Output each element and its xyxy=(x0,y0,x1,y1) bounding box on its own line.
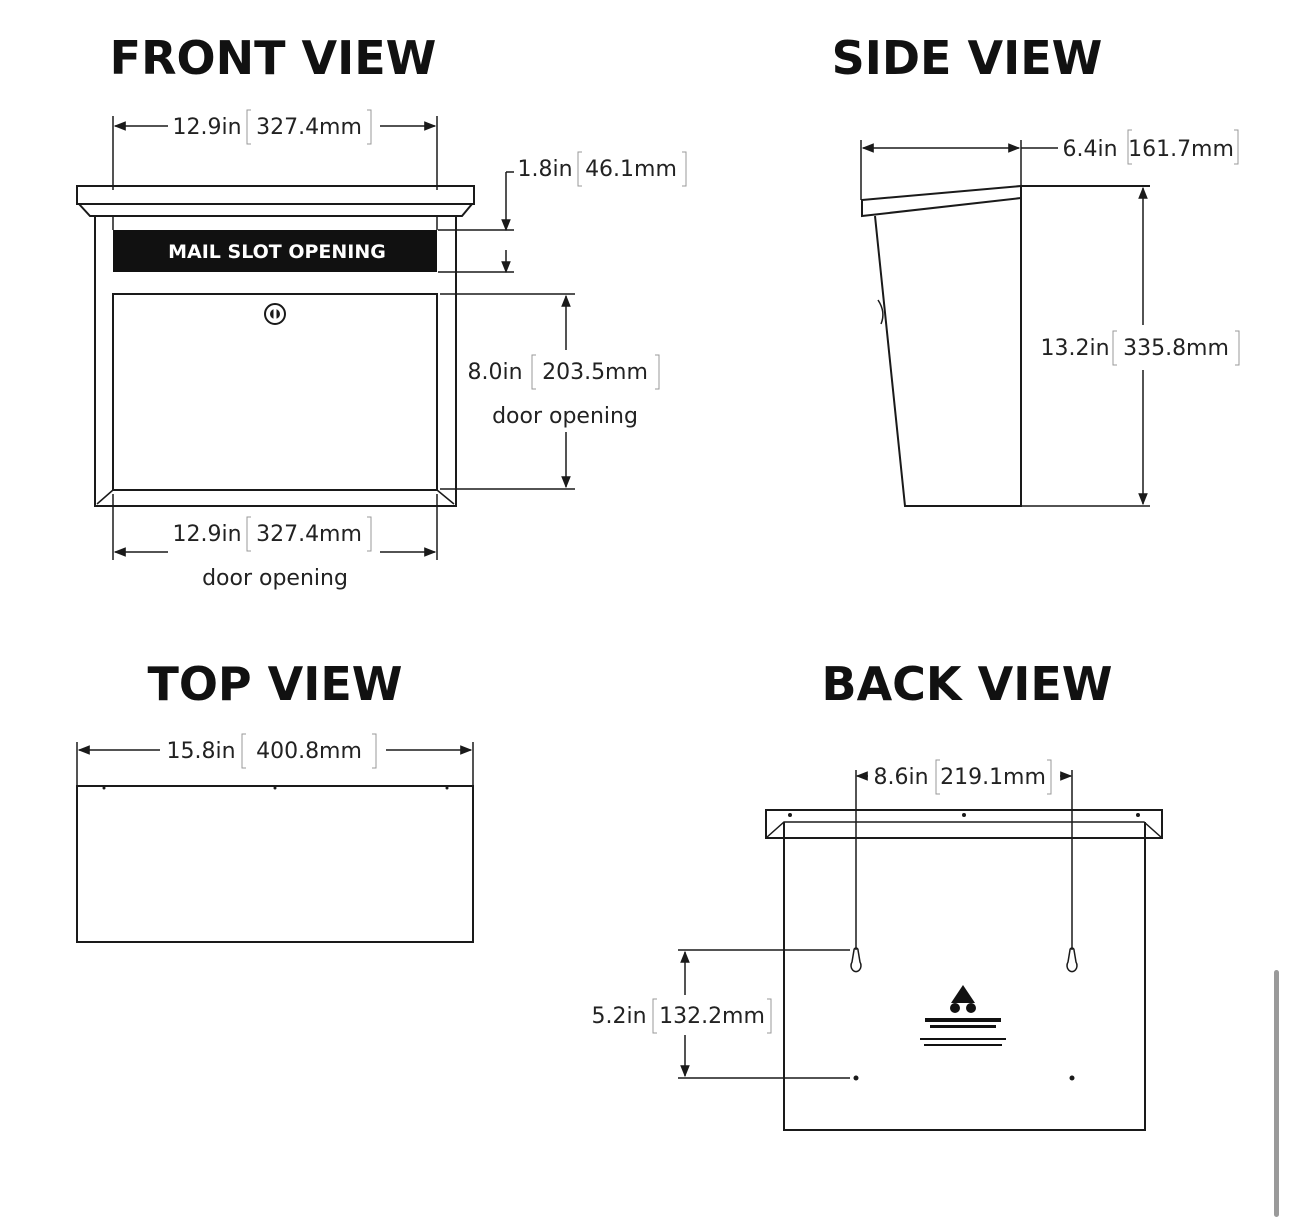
front-door xyxy=(112,293,438,491)
side-view: SIDE VIEW 6.4in 161.7mm 13.2in 335.8mm xyxy=(832,31,1240,507)
mount-hole-left xyxy=(853,1075,859,1081)
side-lid xyxy=(861,184,1022,218)
back-view-title: BACK VIEW xyxy=(822,657,1113,711)
mail-slot-opening xyxy=(113,230,437,272)
front-view-title: FRONT VIEW xyxy=(110,31,437,85)
top-width-mm: 400.8mm xyxy=(256,739,362,764)
side-body xyxy=(874,198,1022,507)
brand-logo-icon xyxy=(920,985,1006,1046)
front-door-height-dimension: 8.0in 203.5mm door opening xyxy=(440,293,660,490)
front-lid-mm: 46.1mm xyxy=(585,157,677,182)
top-outline xyxy=(76,785,474,943)
back-hole-height-dimension: 5.2in 132.2mm xyxy=(591,949,850,1079)
top-width-in: 15.8in xyxy=(166,739,235,764)
front-lid-dimension: 1.8in 46.1mm xyxy=(438,151,687,274)
scrollbar-thumb[interactable] xyxy=(1274,970,1279,1217)
lock-icon xyxy=(264,303,286,325)
back-hole-height-in: 5.2in xyxy=(591,1004,646,1029)
keyhole-slot-left xyxy=(850,947,862,973)
front-door-width-dimension: 12.9in 327.4mm door opening xyxy=(112,494,438,591)
front-door-height-in: 8.0in xyxy=(467,360,522,385)
front-lid xyxy=(76,185,475,205)
mail-slot-label: MAIL SLOT OPENING xyxy=(168,241,386,263)
back-hole-spacing-mm: 219.1mm xyxy=(940,765,1046,790)
side-height-dimension: 13.2in 335.8mm xyxy=(1021,186,1240,507)
top-rivets xyxy=(102,786,449,790)
back-hole-spacing-dimension: 8.6in 219.1mm xyxy=(855,759,1073,950)
keyhole-slot-right xyxy=(1066,947,1078,973)
front-lid-underside xyxy=(78,203,473,217)
front-view: FRONT VIEW 12.9in 327.4mm MAIL SLOT OPEN… xyxy=(76,31,687,591)
front-top-width-in: 12.9in xyxy=(172,115,241,140)
side-height-mm: 335.8mm xyxy=(1123,336,1229,361)
back-hole-spacing-in: 8.6in xyxy=(873,765,928,790)
top-view-title: TOP VIEW xyxy=(147,657,402,711)
top-width-dimension: 15.8in 400.8mm xyxy=(76,733,474,786)
back-body xyxy=(783,822,1146,1131)
front-door-width-note: door opening xyxy=(202,566,348,591)
front-top-width-mm: 327.4mm xyxy=(256,115,362,140)
front-door-height-mm: 203.5mm xyxy=(542,360,648,385)
front-door-height-note: door opening xyxy=(492,404,638,429)
back-hole-height-mm: 132.2mm xyxy=(659,1004,765,1029)
front-body xyxy=(94,216,457,507)
side-depth-in: 6.4in xyxy=(1062,137,1117,162)
front-door-width-mm: 327.4mm xyxy=(256,522,362,547)
side-hinge xyxy=(877,299,884,325)
back-lid-bevel xyxy=(765,821,1163,839)
mount-hole-right xyxy=(1069,1075,1075,1081)
side-depth-mm: 161.7mm xyxy=(1128,137,1234,162)
side-height-in: 13.2in xyxy=(1040,336,1109,361)
side-view-title: SIDE VIEW xyxy=(832,31,1103,85)
top-view: TOP VIEW 15.8in 400.8mm xyxy=(76,657,474,943)
front-door-width-in: 12.9in xyxy=(172,522,241,547)
back-rivets xyxy=(788,813,1140,817)
back-lid xyxy=(765,809,1163,839)
front-door-bevel xyxy=(96,489,455,505)
back-view: BACK VIEW 8.6in 219.1mm xyxy=(591,657,1163,1131)
front-lid-in: 1.8in xyxy=(517,157,572,182)
side-depth-dimension: 6.4in 161.7mm xyxy=(860,129,1239,200)
front-top-width-dimension: 12.9in 327.4mm xyxy=(112,109,438,190)
